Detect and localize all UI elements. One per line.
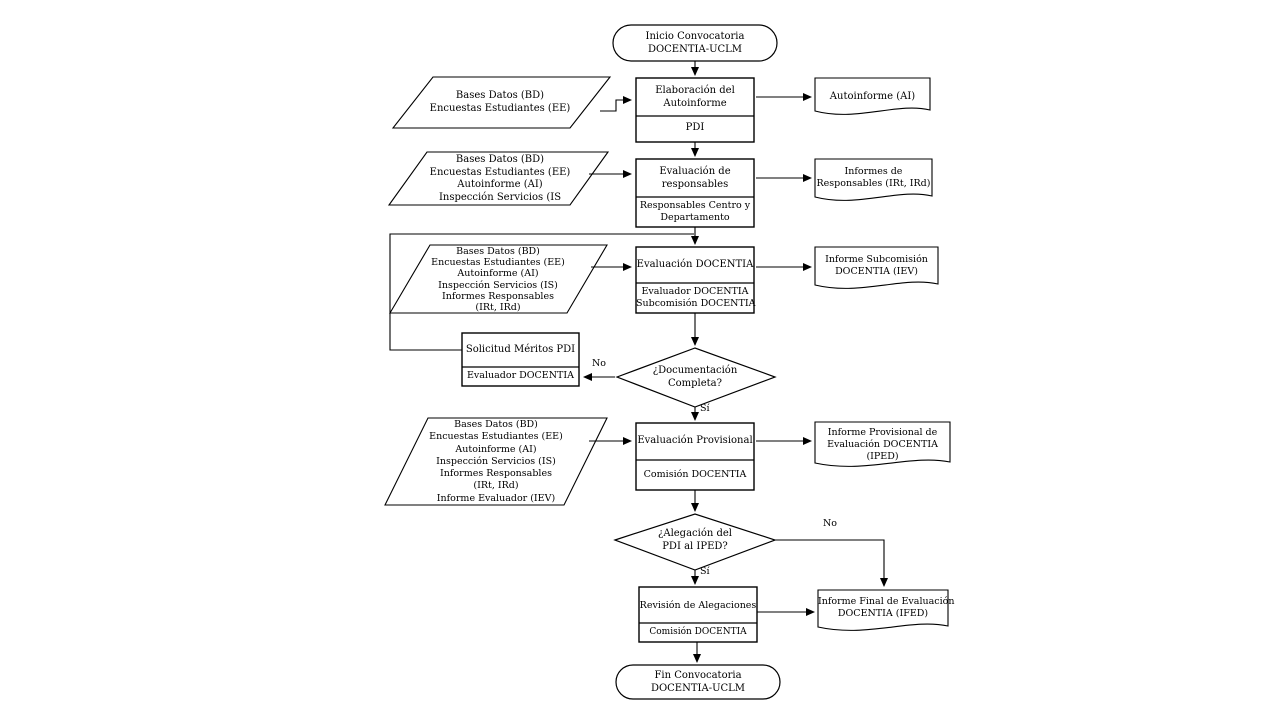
decision-alegacion-label: ¿Alegación del PDI al IPED?: [657, 528, 733, 552]
arrow-input1-to-elaboracion: [600, 96, 632, 112]
document-informe-subcomision-shape: [814, 246, 939, 289]
process-revision-alegaciones-box: [638, 586, 758, 643]
process-elaboracion-title: Elaboración del Autoinforme: [655, 85, 735, 109]
decision2-si-edge-label: Sí: [700, 566, 710, 577]
end-terminator-label: Fin Convocatoria DOCENTIA-UCLM: [650, 670, 746, 694]
input-4-parallelogram: [384, 417, 608, 506]
process-revision-actor: Comisión DOCENTIA: [649, 627, 747, 637]
decision1-no-edge-label: No: [591, 358, 607, 369]
decision1-si-edge-label: Sí: [700, 403, 710, 414]
decision-documentacion-completa-diamond: [615, 347, 777, 408]
input-2-parallelogram: [387, 151, 610, 206]
input-2-label: Bases Datos (BD) Encuestas Estudiantes (…: [429, 154, 571, 203]
process-elaboracion-autoinforme-box: [635, 77, 755, 143]
document-autoinforme-label: Autoinforme (AI): [829, 91, 916, 102]
input-3-parallelogram: [389, 244, 608, 314]
arrow-decision2-no-to-informefinal: [775, 539, 888, 587]
process-solicitud-title: Solicitud Méritos PDI: [465, 344, 576, 355]
process-responsables-title: Evaluación de responsables: [659, 166, 731, 190]
input-1-label: Bases Datos (BD) Encuestas Estudiantes (…: [429, 90, 571, 114]
document-autoinforme-shape: [814, 77, 931, 115]
decision-documentacion-label: ¿Documentación Completa?: [652, 365, 738, 389]
input-4-label: Bases Datos (BD) Encuestas Estudiantes (…: [429, 419, 563, 504]
document-informe-subcomision-label: Informe Subcomisión DOCENTIA (IEV): [825, 254, 928, 277]
process-evaluacion-provisional-box: [635, 422, 755, 491]
process-solicitud-meritos-box: [461, 332, 580, 387]
end-terminator-shape: [615, 664, 781, 700]
document-informes-responsables-label: Informes de Responsables (IRt, IRd): [816, 166, 931, 189]
process-provisional-title: Evaluación Provisional: [637, 435, 753, 446]
input-3-label: Bases Datos (BD) Encuestas Estudiantes (…: [431, 246, 565, 314]
document-informe-provisional-shape: [814, 421, 951, 467]
process-responsables-actor: Responsables Centro y Departamento: [639, 200, 751, 223]
process-elaboracion-actor: PDI: [685, 122, 705, 133]
process-solicitud-actor: Evaluador DOCENTIA: [466, 370, 575, 381]
document-informes-responsables-shape: [814, 158, 933, 201]
document-informe-final-shape: [817, 589, 949, 631]
decision2-no-edge-label: No: [822, 518, 838, 529]
process-provisional-actor: Comisión DOCENTIA: [643, 469, 747, 480]
feedback-line-solicitud-to-evaldocentia: [389, 233, 694, 351]
input-1-parallelogram: [391, 76, 612, 129]
process-evaluacion-docentia-box: [635, 246, 755, 314]
process-evaldocentia-title: Evaluación DOCENTIA: [636, 259, 754, 270]
process-evaldocentia-actor: Evaluador DOCENTIA Subcomisión DOCENTIA: [636, 286, 756, 309]
document-informe-provisional-label: Informe Provisional de Evaluación DOCENT…: [827, 427, 938, 462]
document-informe-final-label: Informe Final de Evaluación DOCENTIA (IF…: [818, 596, 955, 619]
start-terminator-label: Inicio Convocatoria DOCENTIA-UCLM: [645, 31, 745, 55]
process-revision-title: Revisión de Alegaciones: [639, 600, 757, 611]
